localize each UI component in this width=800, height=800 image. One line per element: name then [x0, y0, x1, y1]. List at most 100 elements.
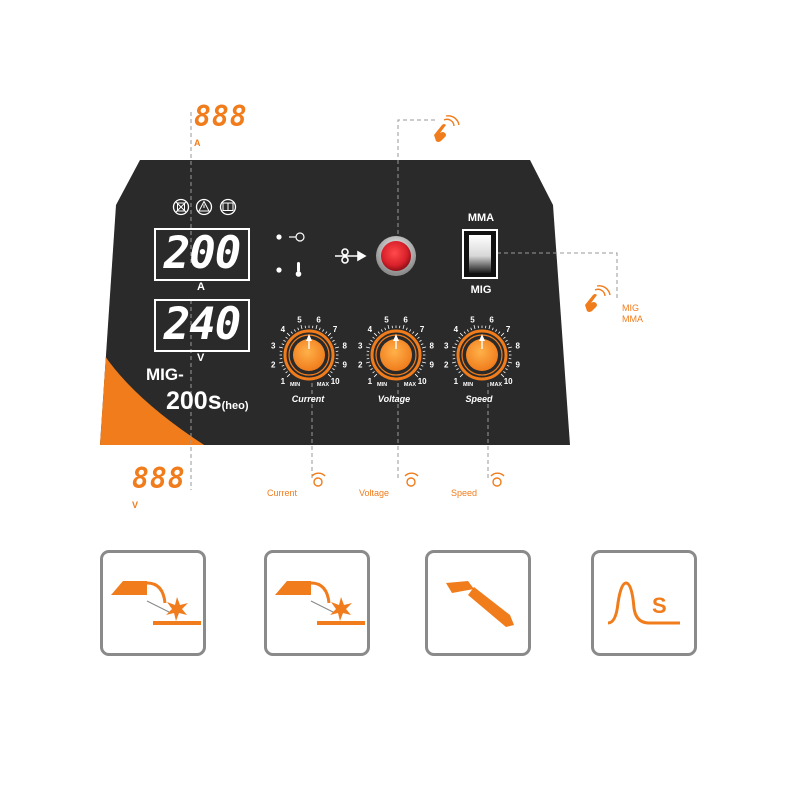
- knob-tick: [278, 361, 284, 364]
- knob-tick: [473, 324, 476, 330]
- knob-tick: [500, 332, 505, 337]
- knob-tick: [322, 329, 325, 332]
- safety-icons: [172, 198, 237, 216]
- knob-tick: [318, 327, 321, 331]
- knob-tick: [327, 373, 332, 378]
- knob-cap[interactable]: [466, 339, 498, 371]
- knob-scale-number: 2: [444, 361, 449, 370]
- knob-tick: [333, 343, 337, 346]
- wave-icon-letter: S: [652, 593, 667, 618]
- bottom-display-callout-digits: 888: [132, 462, 186, 495]
- knob-scale-number: 1: [281, 377, 286, 386]
- no-disposal-icon: [172, 198, 190, 216]
- knob-tick: [365, 361, 371, 364]
- knob-tick: [503, 336, 506, 339]
- knob-tick: [421, 346, 427, 349]
- thermometer-icon: [295, 262, 302, 277]
- knob-tick: [368, 364, 372, 367]
- knob-tick: [451, 346, 457, 349]
- knob-scale-number: 5: [470, 315, 475, 324]
- callout-label-voltage: Voltage: [359, 488, 390, 498]
- current-display-frame: [154, 228, 250, 281]
- knob-tick: [412, 331, 415, 334]
- knob-scale-number: 3: [444, 341, 449, 350]
- panel-body: [100, 160, 570, 445]
- knob-tick: [414, 373, 419, 378]
- knob-scale-number: 4: [281, 325, 286, 334]
- knob-tick: [506, 343, 510, 346]
- knob-tick: [377, 331, 380, 334]
- knob-tick: [507, 346, 513, 349]
- knob-tick: [463, 331, 466, 334]
- function-tile-arc: S: [591, 550, 697, 656]
- current-display-unit: A: [197, 281, 205, 293]
- knob-tick: [334, 361, 340, 364]
- knob-tick: [505, 368, 508, 371]
- knob-tick: [456, 368, 459, 371]
- knob-scale-number: 2: [358, 361, 363, 370]
- voltage-display-unit: V: [197, 352, 205, 364]
- rotate-icon-current: [311, 472, 326, 487]
- knob-scale-number: 9: [343, 361, 348, 370]
- function-tile-mma: [425, 550, 531, 656]
- knob-tick: [503, 371, 506, 374]
- knob-tick: [454, 343, 458, 346]
- switch-label-mma: MMA: [467, 212, 495, 224]
- knob-tick: [507, 361, 513, 364]
- read-manual-icon: [219, 198, 237, 216]
- knob-tick: [372, 336, 375, 339]
- knob-cap[interactable]: [380, 339, 412, 371]
- knob-tick: [402, 324, 405, 330]
- knob-scale-max: MAX: [404, 382, 417, 388]
- mig-torch-icon: [111, 581, 201, 625]
- hand-pointer-icon-switch: [585, 285, 611, 312]
- knob-cap[interactable]: [293, 339, 325, 371]
- knob-scale-number: 8: [516, 341, 521, 350]
- knob-tick: [495, 329, 498, 332]
- knob-scale-min: MIN: [463, 382, 473, 388]
- knob-scale-number: 8: [430, 341, 435, 350]
- knob-scale-number: 4: [454, 325, 459, 334]
- function-tile-mig-gasless: [264, 550, 370, 656]
- overcurrent-icon: [289, 232, 305, 242]
- knob-scale-number: 3: [358, 341, 363, 350]
- switch-callout-mma: MMA: [622, 314, 643, 324]
- knob-tick: [332, 339, 335, 342]
- knob-tick: [458, 336, 461, 339]
- knob-scale-number: 7: [333, 325, 338, 334]
- knob-tick: [281, 343, 285, 346]
- top-display-callout-digits: 888: [194, 100, 248, 133]
- knob-scale-number: 5: [384, 315, 389, 324]
- knob-scale-number: 5: [297, 315, 302, 324]
- voltage-display-value: 240: [163, 299, 241, 350]
- knob-tick: [456, 339, 459, 342]
- rotate-icon-speed: [490, 472, 505, 487]
- knob-scale-number: 6: [403, 315, 408, 324]
- knob-tick: [283, 368, 286, 371]
- panel-orange-accent: [100, 340, 212, 445]
- knob-tick: [500, 373, 505, 378]
- knob-tick: [332, 368, 335, 371]
- electrode-holder-icon: [446, 581, 514, 627]
- knob-tick: [451, 361, 457, 364]
- knob-tick: [286, 332, 291, 337]
- rotate-icon-voltage: [404, 472, 419, 487]
- mode-switch-rocker[interactable]: [469, 235, 491, 273]
- knob-tick: [491, 327, 494, 331]
- knob-scale-number: 10: [331, 377, 340, 386]
- knob-tick: [384, 327, 387, 331]
- wire-inch-button[interactable]: [381, 241, 411, 271]
- model-name-line2: 200s(heo): [166, 386, 249, 421]
- knob-tick: [373, 332, 378, 337]
- knob-tick: [281, 364, 285, 367]
- knob-tick: [466, 329, 469, 332]
- knob-label-current: Current: [291, 394, 325, 404]
- callout-label-current: Current: [267, 488, 298, 498]
- knob-tick: [373, 373, 378, 378]
- knob-scale-number: 1: [368, 377, 373, 386]
- knob-scale-number: 6: [489, 315, 494, 324]
